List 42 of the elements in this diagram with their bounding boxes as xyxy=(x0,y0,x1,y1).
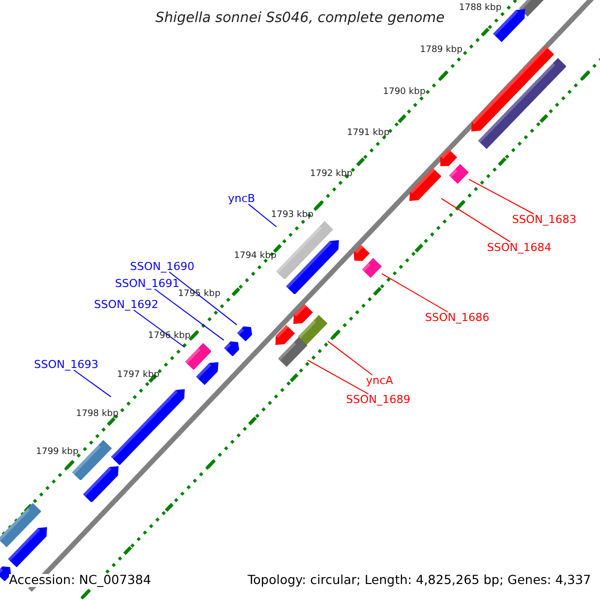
gene-bar xyxy=(478,58,566,150)
genome-stats-text: Topology: circular; Length: 4,825,265 bp; Genes: 4,337 xyxy=(248,574,591,586)
leader-line xyxy=(468,178,534,214)
leader-line xyxy=(168,272,238,326)
gene-label: SSON_1684 xyxy=(487,242,552,253)
gene-label: SSON_1683 xyxy=(512,214,576,225)
gene-bar xyxy=(278,337,308,367)
gene-bar xyxy=(362,258,382,278)
gene-label: yncA xyxy=(366,375,394,386)
tick-label: 1788 kbp xyxy=(459,4,502,13)
leader-line xyxy=(248,204,277,228)
tick-label: 1796 kbp xyxy=(148,332,190,341)
gene-label: yncB xyxy=(228,193,256,204)
tick-label: 1790 kbp xyxy=(383,88,426,97)
leader-line xyxy=(154,288,224,341)
tick-label: 1793 kbp xyxy=(271,211,314,220)
gene-label: SSON_1692 xyxy=(94,299,158,310)
leader-line xyxy=(73,370,112,398)
leader-line xyxy=(440,198,511,242)
gene-label: SSON_1686 xyxy=(425,312,490,323)
tick-label: 1797 kbp xyxy=(117,371,160,380)
leader-line xyxy=(381,273,448,312)
gene-bar xyxy=(298,315,328,345)
leader-line xyxy=(133,310,186,348)
tick-label: 1798 kbp xyxy=(76,410,118,419)
gene-bar xyxy=(0,502,42,548)
gene-label: SSON_1691 xyxy=(115,278,180,289)
gene-bar xyxy=(449,164,469,184)
leader-line xyxy=(327,340,373,376)
leader-line xyxy=(307,360,369,394)
tick-label: 1789 kbp xyxy=(420,46,462,55)
gene-label: SSON_1693 xyxy=(34,359,98,370)
gene-label: SSON_1689 xyxy=(346,394,410,405)
title: Shigella sonnei Ss046, complete genome xyxy=(154,11,446,25)
tick-label: 1791 kbp xyxy=(347,129,390,138)
accession-text: Accession: NC_007384 xyxy=(9,574,152,586)
gene-bar xyxy=(276,220,334,280)
tick-label: 1799 kbp xyxy=(36,448,78,457)
gene-bar xyxy=(184,343,212,370)
tick-label: 1794 kbp xyxy=(234,252,276,261)
tick-label: 1792 kbp xyxy=(310,170,352,179)
gene-label: SSON_1690 xyxy=(130,261,194,272)
